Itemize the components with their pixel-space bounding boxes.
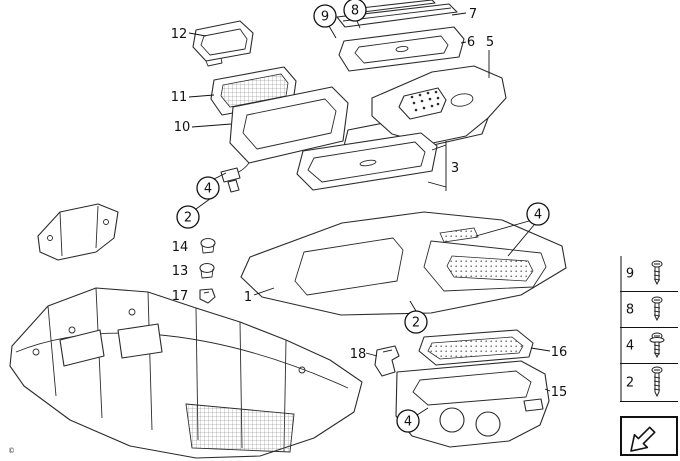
callout-12[interactable]: 12 [171, 27, 188, 42]
callout-circle-9[interactable]: 9 [313, 4, 337, 28]
callout-16[interactable]: 16 [551, 345, 568, 360]
part-3-tray-trim [296, 132, 438, 191]
part-6-trim-panel [338, 26, 465, 72]
callout-circle-2-left[interactable]: 2 [176, 205, 200, 229]
sidebar-row-8[interactable]: 8 [626, 296, 663, 322]
sidebar-row-2[interactable]: 2 [626, 366, 663, 398]
part-15-rear-console [395, 360, 550, 448]
direction-arrow-box[interactable] [620, 416, 678, 456]
callout-3[interactable]: 3 [451, 161, 459, 176]
callout-6[interactable]: 6 [467, 35, 475, 50]
leader-lines [188, 12, 551, 416]
keypad-dots [410, 90, 440, 112]
part-17-clip [199, 288, 216, 304]
svg-text:4: 4 [534, 208, 542, 223]
callout-18[interactable]: 18 [350, 347, 367, 362]
sidebar-row-9[interactable]: 9 [626, 260, 663, 286]
part-12-storage-tray [192, 20, 254, 67]
callout-13[interactable]: 13 [172, 264, 189, 279]
wood-trim-strip [439, 227, 479, 243]
callout-circle-2-mid[interactable]: 2 [404, 310, 428, 334]
fastener-sidebar: 9 8 4 [620, 256, 678, 456]
wood-trim-panel [446, 255, 534, 282]
part-16-mat-tray [418, 329, 534, 366]
console-carrier-illustration [9, 203, 363, 459]
screw-icon [651, 296, 663, 322]
part-18-bracket [374, 345, 400, 377]
cupholder-left [439, 407, 465, 433]
callout-circle-4-right[interactable]: 4 [526, 202, 550, 226]
callout-5[interactable]: 5 [486, 35, 494, 50]
svg-text:2: 2 [412, 316, 420, 331]
circled-callouts: 9 8 4 2 4 2 4 [176, 0, 550, 433]
svg-text:4: 4 [626, 339, 634, 354]
sidebar-row-4[interactable]: 4 [626, 332, 665, 359]
part-14-buffer [200, 237, 216, 254]
callout-labels: 12 11 10 7 6 5 3 14 13 17 1 16 15 18 [171, 7, 568, 400]
screw-icon [651, 260, 663, 286]
part-13-buffer [199, 262, 215, 279]
svg-text:4: 4 [404, 415, 412, 430]
svg-text:9: 9 [626, 267, 634, 282]
callout-circle-4-bottom[interactable]: 4 [396, 409, 420, 433]
direction-arrow-icon [630, 426, 656, 452]
svg-text:9: 9 [321, 10, 329, 25]
svg-text:8: 8 [626, 303, 634, 318]
callout-circle-8[interactable]: 8 [343, 0, 367, 22]
part-1-console-trim-frame [240, 211, 567, 316]
callout-1[interactable]: 1 [244, 290, 252, 305]
watermark-text: © [8, 447, 15, 455]
screw-washer-icon [649, 332, 665, 359]
callout-15[interactable]: 15 [551, 385, 568, 400]
svg-text:2: 2 [626, 376, 634, 391]
svg-text:4: 4 [204, 182, 212, 197]
part-7-trim-strip [336, 0, 458, 28]
svg-text:2: 2 [184, 211, 192, 226]
part-10-carrier-frame [220, 86, 349, 193]
callout-11[interactable]: 11 [171, 90, 188, 105]
callout-circle-4-left[interactable]: 4 [196, 176, 220, 200]
callout-7[interactable]: 7 [469, 7, 477, 22]
screw-long-icon [651, 366, 663, 398]
svg-text:8: 8 [351, 4, 359, 19]
cupholder-right [475, 411, 501, 437]
callout-10[interactable]: 10 [174, 120, 191, 135]
callout-14[interactable]: 14 [172, 240, 189, 255]
callout-17[interactable]: 17 [172, 289, 189, 304]
